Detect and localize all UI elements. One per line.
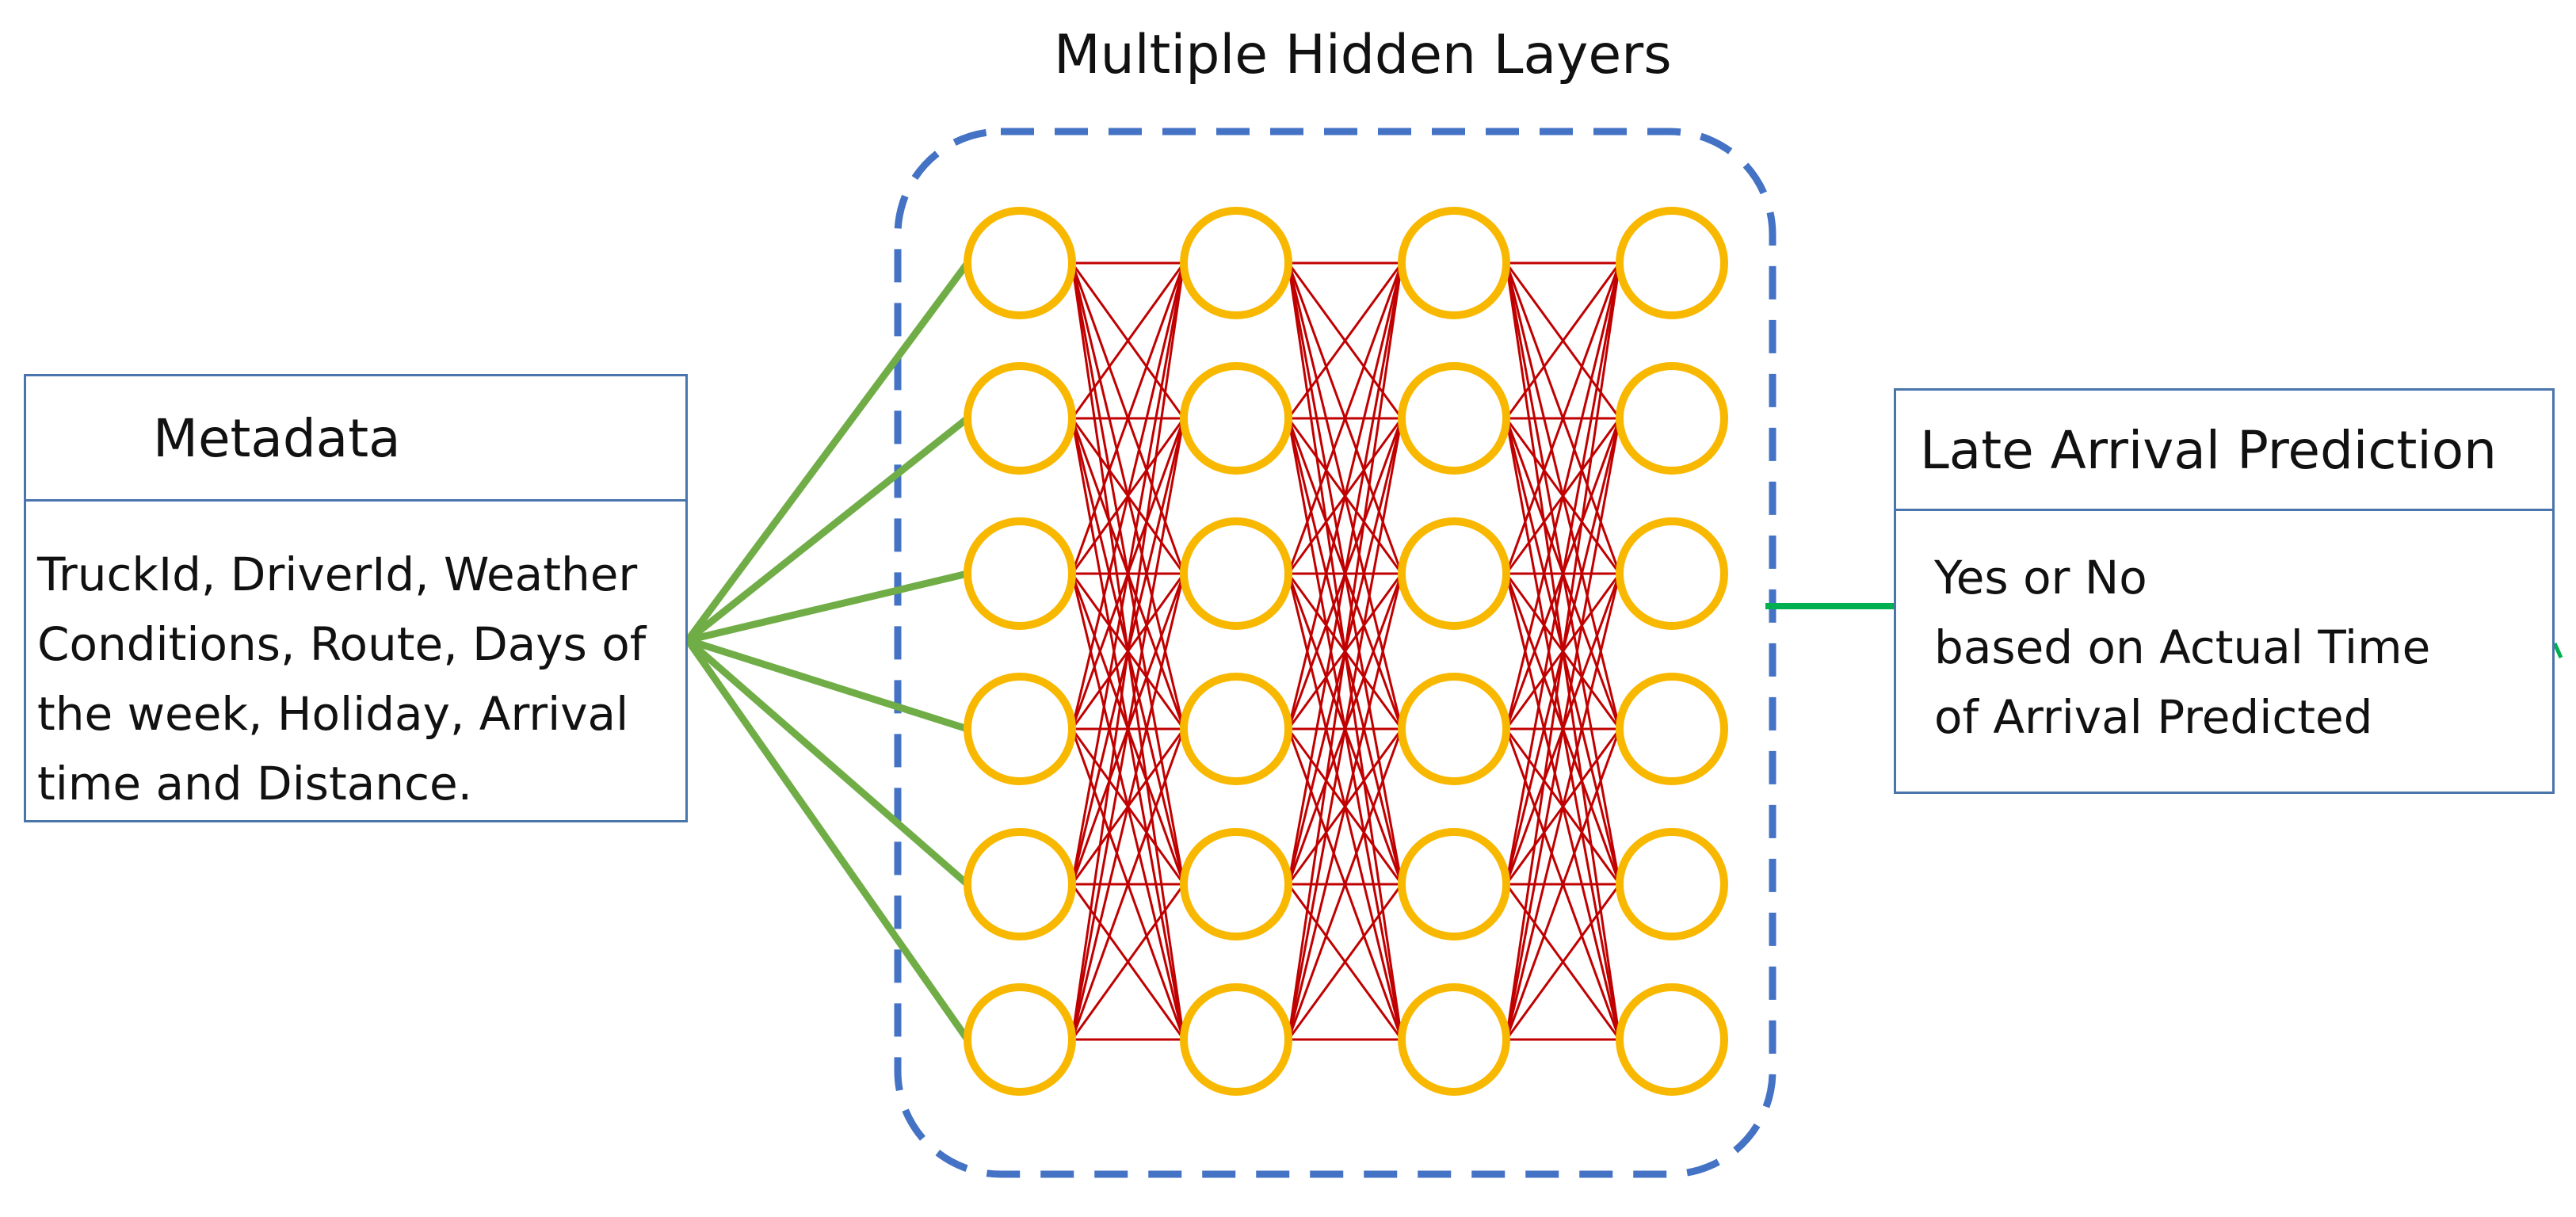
output-box-tick [2552, 642, 2563, 659]
input-edge [684, 636, 971, 733]
weight-edge [1505, 262, 1621, 574]
neuron-node [1398, 207, 1510, 319]
weight-edge [1287, 573, 1403, 1040]
weight-edge [1070, 262, 1185, 1040]
neuron-node [1180, 828, 1292, 940]
metadata-line: the week, Holiday, Arrival [37, 687, 629, 741]
neuron-node [1616, 673, 1728, 785]
weight-edge [1287, 262, 1403, 1040]
neuron-node [964, 207, 1076, 319]
neuron-node [1616, 828, 1728, 940]
metadata-box-title: Metadata [26, 376, 685, 502]
weight-edge [1505, 262, 1621, 885]
metadata-box-body: TruckId, DriverId, Weather Conditions, R… [26, 502, 685, 820]
weight-edge [1070, 418, 1185, 1040]
neuron-node [1180, 517, 1292, 630]
weight-edge [1287, 883, 1403, 1040]
neuron-node [1398, 362, 1510, 475]
metadata-line: TruckId, DriverId, Weather [37, 547, 638, 601]
metadata-line: time and Distance. [37, 757, 473, 811]
neuron-node [1398, 517, 1510, 630]
weight-edge [1070, 728, 1185, 1040]
neuron-node [1616, 362, 1728, 475]
weight-edge [1287, 418, 1403, 1040]
prediction-line: based on Actual Time [1934, 620, 2431, 674]
neuron-node [1180, 207, 1292, 319]
input-edge [684, 636, 971, 888]
weight-edge [1505, 262, 1621, 1040]
neuron-node [1398, 828, 1510, 940]
weight-edge [1505, 418, 1621, 1040]
weight-edge [1070, 573, 1185, 1040]
neuron-node [1398, 983, 1510, 1096]
weight-edge [1070, 262, 1185, 574]
neuron-node [964, 673, 1076, 785]
weight-edge [1287, 262, 1403, 574]
weight-edge [1287, 262, 1403, 885]
prediction-box: Late Arrival Prediction Yes or No based … [1894, 388, 2555, 794]
weight-edge [1287, 262, 1403, 419]
neuron-node [1180, 362, 1292, 475]
weight-edge [1070, 262, 1185, 730]
weight-edges [1070, 261, 1621, 1041]
neuron-node [1180, 673, 1292, 785]
neuron-node [1616, 983, 1728, 1096]
weight-edge [1287, 262, 1403, 730]
neuron-node [1398, 673, 1510, 785]
neuron-node [964, 362, 1076, 475]
metadata-box: Metadata TruckId, DriverId, Weather Cond… [24, 374, 688, 822]
weight-edge [1070, 883, 1185, 1040]
neuron-node [964, 517, 1076, 630]
weight-edge [1505, 262, 1621, 730]
weight-edge [1070, 262, 1185, 419]
prediction-box-body: Yes or No based on Actual Time of Arriva… [1896, 511, 2552, 792]
input-edge [684, 259, 971, 644]
input-edge [684, 570, 971, 644]
input-edge [684, 636, 971, 1043]
weight-edge [1505, 573, 1621, 1040]
prediction-box-title: Late Arrival Prediction [1896, 391, 2552, 511]
weight-edge [1505, 883, 1621, 1040]
neuron-node [1180, 983, 1292, 1096]
weight-edge [1505, 728, 1621, 1040]
weight-edge [1070, 262, 1185, 885]
prediction-line: Yes or No [1934, 551, 2147, 605]
network-nodes [964, 207, 1728, 1096]
prediction-line: of Arrival Predicted [1934, 690, 2373, 744]
neuron-node [964, 828, 1076, 940]
hidden-layers-group-border [894, 128, 1776, 1178]
metadata-line: Conditions, Route, Days of [37, 617, 647, 671]
neuron-node [1616, 517, 1728, 630]
weight-edge [1287, 728, 1403, 1040]
neuron-node [964, 983, 1076, 1096]
hidden-layers-title: Multiple Hidden Layers [1054, 24, 1672, 86]
neuron-node [1616, 207, 1728, 319]
weight-edge [1505, 262, 1621, 419]
input-edge [684, 414, 971, 644]
input-edges [684, 259, 971, 1043]
